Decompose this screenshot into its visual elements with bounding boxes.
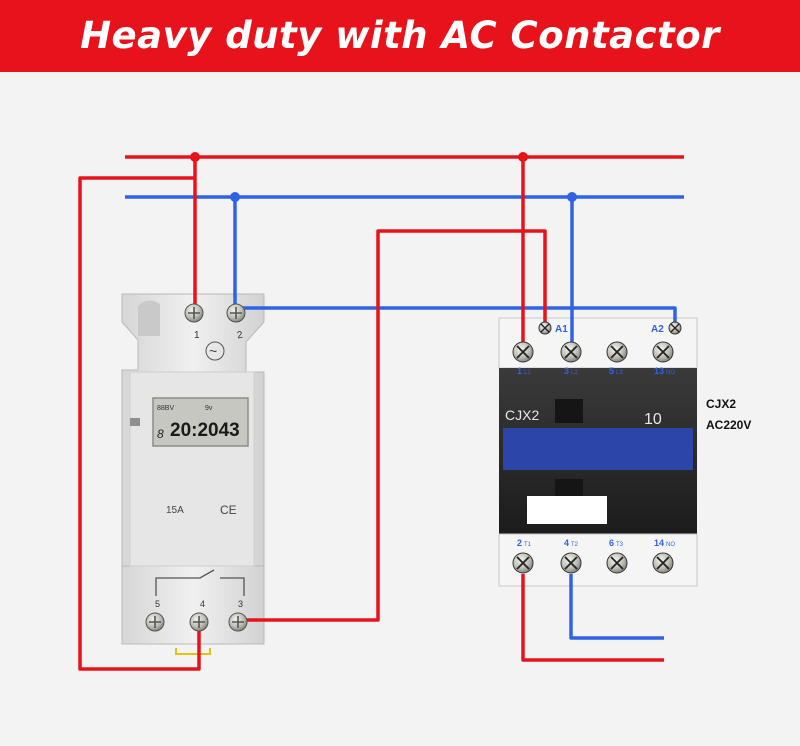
- contactor-terminal-14: [652, 552, 674, 574]
- contactor-terminal-3: [560, 341, 582, 363]
- title-banner: [0, 0, 800, 72]
- lcd-small-left: 88BV: [157, 405, 174, 412]
- top-label-2-sub: L2: [571, 370, 578, 376]
- junction-dots: [190, 152, 577, 202]
- ce-mark: CE: [220, 503, 237, 517]
- load-live-wire: [521, 574, 664, 662]
- timer-terminal-3: [228, 612, 248, 632]
- timer-switch: 88BV 9v 8 20:2043 15A CE 1 2 ~ 5 4 3: [121, 293, 265, 655]
- top-label-2-num: 3: [564, 366, 569, 376]
- bottom-label-2-num: 4: [564, 538, 569, 548]
- side-voltage-label: AC220V: [706, 418, 751, 432]
- contactor-terminal-a1: [538, 321, 552, 335]
- lcd-display: [152, 397, 249, 447]
- timer-terminal-5: [145, 612, 165, 632]
- junction-dot: [567, 192, 577, 202]
- bottom-label-4-sub: NO: [666, 542, 675, 548]
- timer-terminal-4: [189, 612, 209, 632]
- contactor-terminal-4: [560, 552, 582, 574]
- junction-dot: [518, 152, 528, 162]
- junction-dot: [190, 152, 200, 162]
- contactor-coil-a2-label: A2: [651, 324, 664, 335]
- timer-bottom-terminal-4-label: 4: [200, 599, 205, 609]
- page-title: Heavy duty with AC Contactor: [80, 14, 720, 57]
- contactor-terminal-a2: [668, 321, 682, 335]
- wiring-diagram: 88BV 9v 8 20:2043 15A CE 1 2 ~ 5 4 3 CJX…: [78, 152, 751, 671]
- contactor-bottom-labels: 2 T1 4 T2 6 T3 14 NO: [517, 538, 675, 548]
- timer-top-terminal-1-label: 1: [194, 330, 200, 341]
- contactor-rating-code: 10: [644, 411, 662, 428]
- lcd-left-digit: 8: [157, 427, 164, 441]
- timer-common-feed-wire: [78, 176, 201, 671]
- bottom-label-3-num: 6: [609, 538, 614, 548]
- timer-rating: 15A: [166, 505, 184, 516]
- timer-bottom-terminal-3-label: 3: [238, 599, 243, 609]
- bottom-label-1-sub: T1: [524, 542, 532, 548]
- contactor-terminal-6: [606, 552, 628, 574]
- ac-symbol-icon: ~: [209, 343, 217, 359]
- side-model-label: CJX2: [706, 397, 736, 411]
- contactor-brand: CJX2: [505, 407, 539, 423]
- coil-a2-wire: [235, 306, 677, 326]
- timer-bottom-terminal-5-label: 5: [155, 599, 160, 609]
- timer-terminal-2: [226, 303, 246, 323]
- contactor-coil-a1-label: A1: [555, 324, 568, 335]
- bottom-label-4-num: 14: [654, 538, 664, 548]
- contactor-terminal-13: [652, 341, 674, 363]
- bottom-label-1-num: 2: [517, 538, 522, 548]
- contactor-top-labels: 1 L1 3 L2 5 L3 13 NO: [517, 366, 675, 376]
- top-label-4-sub: NO: [666, 370, 675, 376]
- junction-dot: [230, 192, 240, 202]
- top-label-1-num: 1: [517, 366, 522, 376]
- top-label-3-sub: L3: [616, 370, 623, 376]
- ac-contactor: CJX2 10 A1 A2 1 L1 3 L2 5 L3 13 NO 2 T1 …: [498, 317, 751, 587]
- top-label-3-num: 5: [609, 366, 614, 376]
- lcd-small-right: 9v: [205, 405, 213, 412]
- bottom-label-3-sub: T3: [616, 542, 624, 548]
- top-label-1-sub: L1: [524, 370, 531, 376]
- timer-top-terminal-2-label: 2: [236, 330, 244, 342]
- bottom-label-2-sub: T2: [571, 542, 579, 548]
- load-neutral-wire: [569, 574, 664, 640]
- screw-terminals: [145, 303, 682, 632]
- timer-output-wire: [236, 229, 547, 622]
- live-wires: [78, 155, 684, 671]
- contactor-terminal-1: [512, 341, 534, 363]
- timer-terminal-1: [184, 303, 204, 323]
- contactor-terminal-5: [606, 341, 628, 363]
- contactor-terminal-2: [512, 552, 534, 574]
- neutral-wires: [125, 195, 684, 640]
- top-label-4-num: 13: [654, 366, 664, 376]
- lcd-time-digits: 20:2043: [170, 420, 240, 441]
